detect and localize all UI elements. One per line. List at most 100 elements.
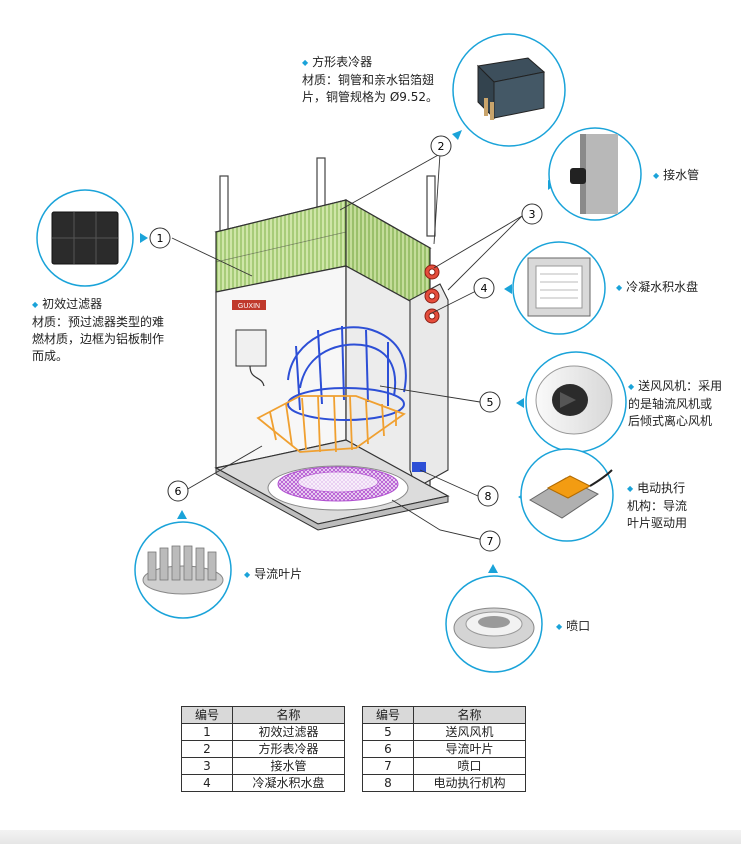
label-actuator-desc-2: 叶片驱动用	[627, 516, 688, 530]
cell-name: 导流叶片	[413, 740, 526, 758]
label-fan-desc-1: 的是轴流风机或	[628, 397, 713, 411]
label-filter-desc-3: 而成。	[32, 349, 69, 363]
table-row: 8 电动执行机构	[362, 774, 526, 792]
callout-6: 6	[167, 480, 189, 502]
air-nozzle	[267, 465, 409, 511]
svg-text:1: 1	[157, 232, 164, 245]
callout-3: 3	[521, 203, 543, 225]
cell-number: 1	[181, 723, 233, 741]
thumb-vane	[134, 521, 232, 619]
table-row: 2 方形表冷器	[181, 740, 345, 758]
cell-number: 5	[362, 723, 414, 741]
table-row: 7 喷口	[362, 757, 526, 775]
thumb-nozzle	[445, 575, 543, 673]
cell-name: 冷凝水积水盘	[232, 774, 345, 792]
thumb-fan	[525, 351, 627, 453]
arrow-filter	[140, 233, 148, 243]
svg-text:7: 7	[487, 535, 494, 548]
label-fan-title: 送风风机：采用	[628, 378, 722, 396]
leader-lines	[171, 153, 523, 543]
cell-number: 6	[362, 740, 414, 758]
pipe-box	[409, 283, 449, 489]
thumb-coil	[452, 33, 566, 147]
fan-frame	[287, 325, 407, 421]
thumb-pipe	[548, 127, 642, 221]
air-handling-unit: GUXIN	[214, 157, 450, 531]
label-pan-title: 冷凝水积水盘	[616, 279, 698, 297]
parts-tables: 编号 名称 1 初效过滤器 2 方形表冷器 3 接水管 4 冷凝水积水盘 编号 …	[181, 706, 526, 792]
cell-name: 初效过滤器	[232, 723, 345, 741]
label-filter: 初效过滤器 材质：预过滤器类型的难 燃材质，边框为铝板制作 而成。	[32, 296, 164, 365]
thumb-pan	[512, 241, 606, 335]
actuator-block	[412, 462, 426, 472]
table-row: 6 导流叶片	[362, 740, 526, 758]
thumb-filter	[36, 189, 134, 287]
svg-text:6: 6	[175, 485, 182, 498]
label-actuator-title: 电动执行	[627, 480, 687, 498]
table-row: 4 冷凝水积水盘	[181, 774, 345, 792]
table-row: 1 初效过滤器	[181, 723, 345, 741]
bottom-bar	[0, 830, 741, 844]
callout-8: 8	[477, 485, 499, 507]
label-coil-title: 方形表冷器	[302, 54, 438, 72]
label-actuator-desc-1: 机构：导流	[627, 499, 688, 513]
label-actuator: 电动执行 机构：导流 叶片驱动用	[627, 480, 687, 532]
label-fan: 送风风机：采用 的是轴流风机或 后倾式离心风机	[628, 378, 722, 430]
cell-name: 方形表冷器	[232, 740, 345, 758]
arrow-vane	[177, 510, 187, 519]
callout-1: 1	[149, 227, 171, 249]
pointer-arrows	[140, 130, 556, 573]
arrow-coil	[452, 130, 462, 140]
electric-box	[235, 329, 267, 367]
cell-number: 4	[181, 774, 233, 792]
svg-text:4: 4	[481, 282, 488, 295]
arrow-fan	[516, 398, 524, 408]
callout-7: 7	[479, 530, 501, 552]
label-coil-desc-2: 片，铜管规格为 Ø9.52。	[302, 90, 438, 104]
svg-text:2: 2	[438, 140, 445, 153]
label-filter-desc-2: 燃材质，边框为铝板制作	[32, 332, 165, 346]
parts-table-right: 编号 名称 5 送风风机 6 导流叶片 7 喷口 8 电动执行机构	[362, 706, 526, 792]
table-row: 5 送风风机	[362, 723, 526, 741]
label-pan: 冷凝水积水盘	[616, 279, 698, 297]
svg-text:5: 5	[487, 396, 494, 409]
guide-vanes	[256, 395, 406, 453]
arrow-nozzle	[488, 564, 498, 573]
cell-name: 送风风机	[413, 723, 526, 741]
parts-table-left: 编号 名称 1 初效过滤器 2 方形表冷器 3 接水管 4 冷凝水积水盘	[181, 706, 345, 792]
header-name: 名称	[232, 706, 345, 724]
label-pipe: 接水管	[653, 167, 699, 185]
label-coil: 方形表冷器 材质：铜管和亲水铝箔翅 片，铜管规格为 Ø9.52。	[302, 54, 438, 106]
callout-4: 4	[473, 277, 495, 299]
header-name: 名称	[413, 706, 526, 724]
cell-number: 3	[181, 757, 233, 775]
svg-text:8: 8	[485, 490, 492, 503]
arrow-pan	[504, 284, 512, 294]
label-coil-desc-1: 材质：铜管和亲水铝箔翅	[302, 73, 435, 87]
thumb-actuator	[520, 448, 614, 542]
cell-name: 电动执行机构	[413, 774, 526, 792]
header-number: 编号	[181, 706, 233, 724]
callout-2: 2	[430, 135, 452, 157]
brand-plate-text: GUXIN	[238, 303, 260, 310]
label-vane: 导流叶片	[244, 566, 302, 584]
label-vane-title: 导流叶片	[244, 566, 302, 584]
label-filter-desc-1: 材质：预过滤器类型的难	[32, 315, 165, 329]
cell-number: 2	[181, 740, 233, 758]
cell-number: 8	[362, 774, 414, 792]
svg-text:3: 3	[529, 208, 536, 221]
water-pipes	[424, 264, 440, 324]
label-nozzle: 喷口	[556, 618, 590, 636]
label-filter-title: 初效过滤器	[32, 296, 164, 314]
header-number: 编号	[362, 706, 414, 724]
table-row: 3 接水管	[181, 757, 345, 775]
cell-name: 喷口	[413, 757, 526, 775]
callout-5: 5	[479, 391, 501, 413]
label-pipe-title: 接水管	[653, 167, 699, 185]
label-nozzle-title: 喷口	[556, 618, 590, 636]
brand-plate	[232, 300, 266, 310]
cell-number: 7	[362, 757, 414, 775]
label-fan-desc-2: 后倾式离心风机	[628, 414, 713, 428]
cell-name: 接水管	[232, 757, 345, 775]
